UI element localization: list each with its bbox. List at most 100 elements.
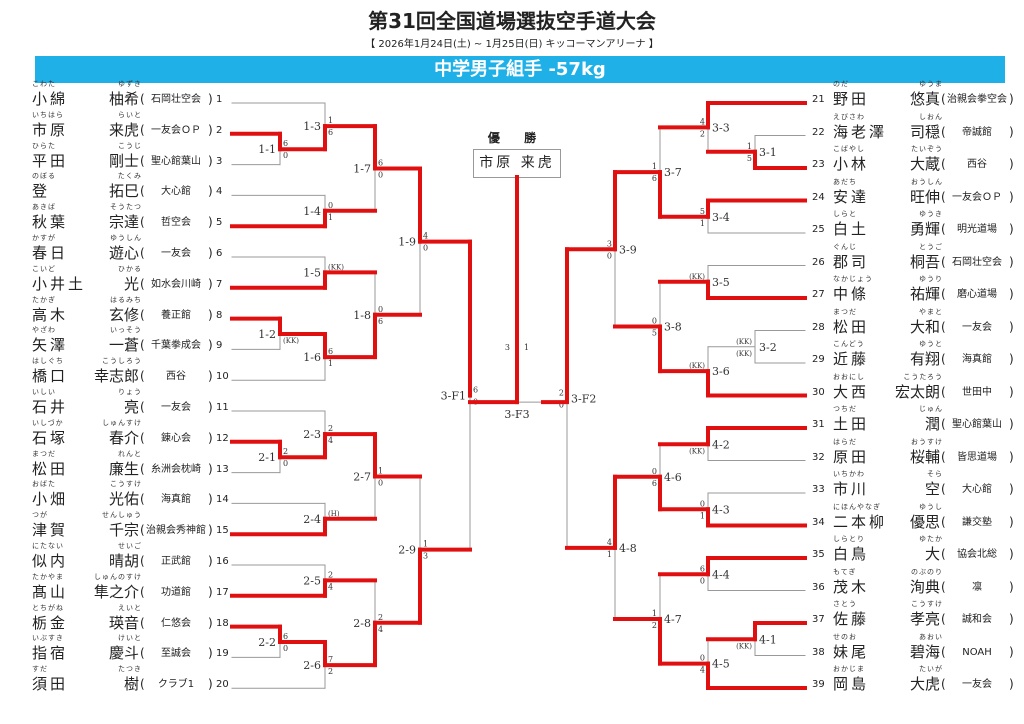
given-kana: じゅん	[919, 405, 943, 413]
paren: (	[941, 514, 946, 529]
player-row: ぐんじとうご郡司桐吾(石岡壮空会)26	[0, 243, 1024, 272]
given-kana: ゆうと	[919, 340, 943, 348]
family-kana: とちがね	[32, 603, 64, 612]
paren: (	[941, 92, 946, 106]
seed-number: 22	[812, 126, 825, 138]
paren: (	[140, 430, 145, 445]
family-kana: こわた	[32, 80, 56, 88]
given-name: 樹	[123, 675, 139, 694]
seed-number: 31	[812, 419, 825, 430]
match-label: 2-4	[303, 513, 321, 526]
player-row: もてぎのぶのり茂木洵典(凛)36	[0, 568, 1024, 597]
match-score-top: 2	[378, 613, 383, 622]
match-score-bottom: 6	[652, 174, 657, 183]
match-score-bottom: 6	[378, 317, 383, 326]
paren: )	[1009, 579, 1014, 594]
given-name: 祐輝	[909, 285, 940, 303]
paren: (	[140, 584, 145, 599]
club-name: 海真館	[962, 354, 992, 365]
paren: )	[208, 276, 213, 291]
match-score-bottom: 0	[423, 244, 428, 253]
family-name: 市原	[32, 120, 69, 139]
given-kana: れんと	[118, 449, 142, 458]
match-label: 3-7	[664, 166, 682, 179]
match-label: 3-1	[759, 146, 777, 159]
family-name: 岡島	[833, 675, 870, 693]
given-kana: りょう	[118, 388, 142, 396]
player-row: まつだれんと松田廉生(糸洲会枕崎)13	[0, 449, 1024, 479]
paren: (	[941, 157, 946, 171]
given-name: 玄修	[108, 305, 139, 324]
family-kana: おおにし	[833, 372, 865, 381]
given-kana: しゅんすけ	[102, 418, 142, 427]
given-kana: そら	[927, 470, 943, 478]
family-name: 秋葉	[32, 213, 69, 232]
match-label: 2-2	[258, 636, 276, 649]
family-kana: しらとり	[833, 535, 865, 543]
given-name: 大和	[909, 317, 940, 336]
club-name: 誠和会	[962, 614, 992, 625]
paren: )	[1009, 287, 1014, 301]
paren: (	[941, 612, 946, 626]
club-name: クラブ1	[157, 679, 195, 691]
player-row: あだちおうしん安達旺伸(一友会ＯＰ)24	[0, 178, 1024, 207]
given-name: 有翔	[909, 350, 940, 368]
seed-number: 12	[216, 432, 229, 444]
given-name: 遊心	[108, 244, 139, 262]
paren: )	[208, 246, 213, 260]
player-row: のぼるたくみ登拓巳(大心館)4	[0, 172, 1024, 201]
match-label: 2-5	[303, 574, 321, 587]
match-label: 4-3	[712, 503, 730, 516]
match-score-bottom: 0	[700, 576, 705, 585]
match-score-top: 0	[378, 305, 383, 314]
given-name: 瑛音	[108, 613, 139, 632]
seed-number: 9	[216, 340, 223, 352]
match-label: 2-1	[258, 451, 276, 464]
given-name: 慶斗	[108, 644, 139, 663]
match-score-bottom: 0	[607, 251, 612, 260]
family-name: 市川	[833, 480, 870, 498]
paren: (	[941, 644, 946, 659]
seed-number: 25	[812, 224, 825, 235]
club-name: 功道館	[161, 586, 191, 598]
family-kana: つが	[32, 511, 48, 520]
player-row: おかじまたいが岡島大虎(一友会)39	[0, 665, 1024, 694]
seed-number: 34	[812, 516, 825, 528]
given-kana: らいと	[118, 110, 142, 119]
seed-number: 28	[812, 321, 825, 333]
player-row: いしづかしゅんすけ石塚春介(錬心会)12	[0, 418, 1024, 448]
match-label: 1-3	[303, 120, 321, 133]
match-label: 3-F1	[441, 390, 466, 403]
paren: )	[208, 615, 213, 630]
club-name: 一友会	[161, 248, 191, 259]
paren: (	[140, 276, 145, 291]
seed-number: 37	[812, 614, 825, 625]
final-score-right: 1	[524, 343, 529, 352]
family-name: 栃金	[32, 613, 69, 632]
paren: (	[941, 287, 946, 301]
family-kana: ひらた	[32, 141, 56, 150]
paren: (	[140, 554, 145, 568]
player-row: さとうこうすけ佐藤孝亮(誠和会)37	[0, 600, 1024, 629]
player-row: にたないせいご似内晴胡(正武館)16	[0, 542, 1024, 571]
paren: (	[941, 417, 946, 431]
match-score-bottom: 4	[700, 666, 705, 675]
family-name: 松田	[32, 459, 69, 478]
family-kana: やざわ	[32, 326, 56, 335]
club-name: 錬心会	[161, 432, 191, 444]
match-label: 2-8	[353, 617, 371, 630]
match-score-bottom: (KK)	[283, 337, 299, 345]
match-score-bottom: 0	[378, 170, 383, 179]
match-score-top: 0	[700, 654, 705, 663]
given-kana: やまと	[919, 307, 943, 316]
paren: )	[208, 646, 213, 661]
match-score-bottom: 0	[559, 401, 564, 410]
seed-number: 24	[812, 191, 825, 203]
family-kana: こいど	[32, 264, 56, 273]
match-score-top: 1	[652, 162, 657, 171]
paren: (	[140, 215, 145, 230]
club-name: 正武館	[161, 556, 191, 567]
paren: )	[208, 338, 213, 353]
family-kana: のだ	[833, 80, 849, 88]
club-name: 石岡壮空会	[151, 94, 201, 105]
